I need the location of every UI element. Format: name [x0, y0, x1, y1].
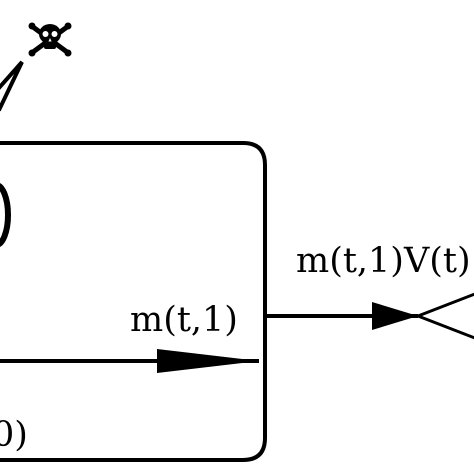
- skull-and-crossbones-icon: [28, 22, 72, 57]
- valve-bowtie: [417, 292, 474, 340]
- partial-bottom-label: 0): [0, 415, 28, 455]
- inner-flow-arrowhead: [157, 349, 259, 373]
- death-flow-wedge: [0, 60, 24, 112]
- compartment-box: [0, 141, 267, 462]
- partial-node-circle: [0, 183, 11, 247]
- inner-flow-label: m(t,1): [130, 300, 238, 340]
- outflow-arrowhead: [372, 302, 418, 330]
- outflow-label: m(t,1)V(t): [296, 241, 471, 281]
